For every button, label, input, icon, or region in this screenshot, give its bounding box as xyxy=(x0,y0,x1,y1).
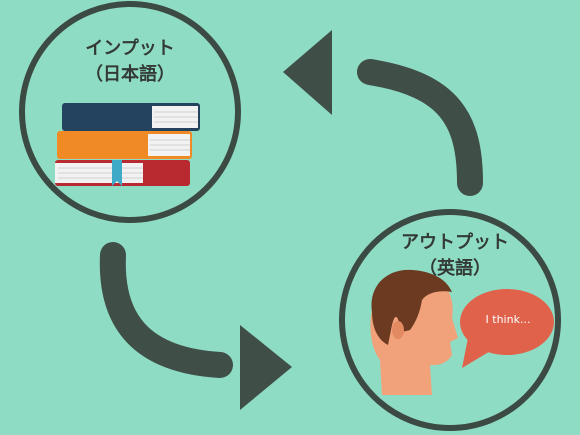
output-subtitle: （英語） xyxy=(419,258,491,279)
book-stack-icon xyxy=(55,103,200,186)
input-subtitle: （日本語） xyxy=(85,64,175,85)
speech-bubble-icon xyxy=(460,289,554,368)
input-circle xyxy=(19,1,241,223)
output-label: アウトプット （英語） xyxy=(365,230,545,282)
output-title: アウトプット xyxy=(401,232,509,253)
output-circle xyxy=(339,209,561,431)
person-head-icon xyxy=(370,269,458,395)
cycle-arrow-icon xyxy=(283,30,483,196)
speech-text: I think... xyxy=(485,313,531,326)
input-label: インプット （日本語） xyxy=(40,36,220,88)
input-title: インプット xyxy=(85,38,175,59)
cycle-arrow-icon xyxy=(99,242,292,410)
